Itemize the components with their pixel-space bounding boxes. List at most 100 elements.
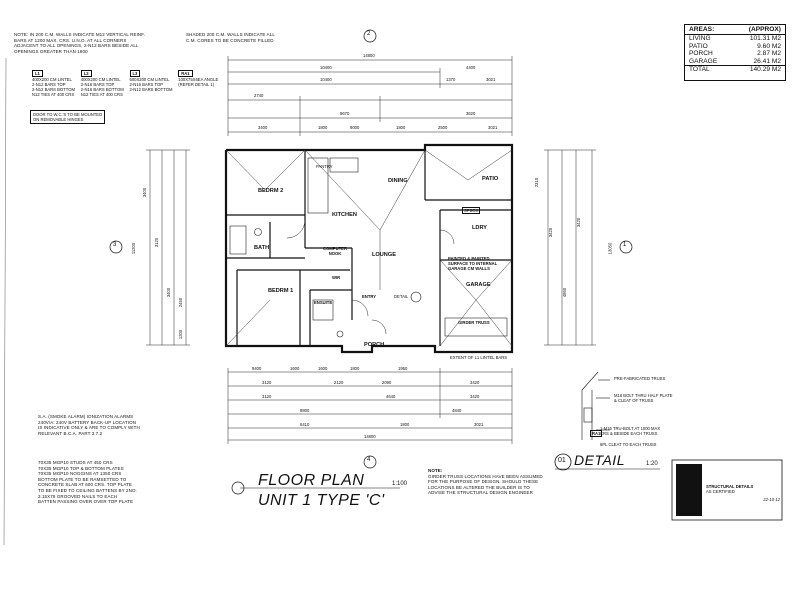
drawing-subtitle: UNIT 1 TYPE 'C' — [258, 492, 385, 509]
dim-label: 11200 — [131, 242, 137, 255]
lintel-l1: L1 400x200 CM LINTEL 2-N12 BARS TOP 2-N1… — [32, 70, 76, 97]
spbox-label: Spbox — [462, 207, 481, 214]
door-wc-note: DOOR TO W.C.'S TO BE MOUNTED ON REMOVABL… — [30, 110, 106, 124]
dim-label: 2120 — [334, 380, 344, 385]
detail-note: PRE-FABRICATED TRUSS — [614, 376, 666, 381]
dim-label: 3120 — [262, 380, 272, 385]
room-ldry: LDRY — [472, 225, 488, 231]
note-line: BATTEN PASSING OVER OVER TOP PLATE — [38, 499, 134, 505]
note-line: DOOR TO W.C.'S TO BE MOUNTED — [33, 112, 103, 117]
room-bed1: BEDRM 1 — [268, 288, 294, 294]
areas-row: GARAGE 26.41 M2 — [685, 58, 785, 66]
dim-label: 4640 — [386, 394, 396, 399]
dim-label: 3400 — [166, 287, 172, 298]
lintel-line: 2-N16 BARS TOP — [129, 82, 164, 87]
room-dining: DINING — [388, 178, 408, 184]
dim-label: 3620 — [466, 111, 476, 116]
girder-truss-label: GIRDER TRUSS — [458, 320, 490, 325]
area-label: PORCH — [689, 50, 713, 58]
note-line: IS INDICATIVE ONLY & ARE TO COMPLY WITH — [38, 425, 140, 431]
lintel-line: N12 TIES AT 400 CRS — [80, 92, 123, 97]
note-line: GIRDER TRUSS LOCATIONS HAVE BEEN ASSUMED — [428, 473, 543, 479]
dim-label: 2740 — [254, 93, 264, 98]
dim-label: 4950 — [562, 287, 568, 298]
lintel-line: 2-N16 BARS TOP — [80, 82, 115, 87]
drawing-scale: 1:100 — [392, 481, 408, 487]
note-line: NOTE: IN 200 C.M. WALLS INDICATE M12 VER… — [14, 32, 145, 37]
dim-label: 1800 — [350, 366, 360, 371]
room-patio: PATIO — [482, 176, 499, 182]
scan-edge — [3, 57, 7, 546]
lintel-line: 400x200 CM LINTEL — [80, 77, 121, 82]
pantry-label: Pantry — [316, 164, 333, 169]
note-line: ADVISE THE STRUCTURAL DESIGN ENGINEER — [428, 490, 533, 496]
area-label: GARAGE — [689, 57, 718, 65]
shaded-walls-note: SHADED 200 C.M. WALLS INDICATE ALL C.M. … — [186, 32, 306, 43]
dim-label: 3420 — [548, 227, 554, 238]
note-line: S.A. (SMOKE ALARM) IONIZATION ALARMS — [38, 414, 134, 419]
area-label: PATIO — [689, 42, 708, 50]
dim-label: 3120 — [154, 237, 160, 248]
detail-callout — [410, 291, 422, 303]
detail-tag: RA1 — [590, 430, 603, 437]
lintel-line: 600x200 CM LINTEL — [129, 77, 170, 82]
dim-label: 14800 — [363, 53, 375, 58]
kitchen-bench — [307, 157, 329, 214]
basin — [254, 228, 262, 236]
dim-label: 1800 — [318, 125, 328, 130]
lintel-line: 2-N12 BARS BOTTOM — [129, 87, 173, 92]
drawing-title: FLOOR PLAN — [258, 472, 365, 489]
lintel-tag: L1 — [32, 70, 43, 77]
areas-header-value: (APPROX) — [748, 26, 781, 33]
lintel-line: (REFER DETAIL 1) — [178, 82, 215, 87]
note-line: 70x35 MGP10 TOP & BOTTOM PLATES — [38, 465, 124, 471]
note-line: FOR THE PURPOSE OF DESIGN. SHOULD THESE — [428, 479, 539, 485]
lintel-l2: L2 400x200 CM LINTEL 2-N16 BARS TOP 2-N1… — [80, 70, 125, 97]
dim-label: 3400 — [258, 125, 268, 130]
dim-label: 13050 — [607, 242, 613, 255]
company-logo — [676, 464, 702, 516]
area-value: 26.41 M2 — [753, 57, 782, 65]
note-line: 240V/A: 240V BATTERY BACK-UP LOCATION — [38, 419, 137, 425]
dim-label: 2090 — [382, 380, 392, 385]
dim-label: 10400 — [320, 77, 332, 82]
doors — [286, 219, 455, 335]
note-line: C.M. CORES TO BE CONCRETE FILLED — [186, 37, 274, 43]
detail-number: 01 — [558, 457, 566, 464]
detail-note: 1-M16 TRU-BOLT AT 1000 MAX CRS & BESIDE … — [600, 426, 661, 436]
detail-ref-label: DETAIL — [394, 294, 409, 299]
note-line: ON REMOVABLE HINGES — [33, 117, 84, 122]
dimension-lines — [149, 59, 593, 441]
dim-label: 1200 — [178, 329, 184, 340]
dim-label: 9670 — [340, 111, 350, 116]
title-block — [671, 459, 783, 521]
dim-label: 3120 — [262, 394, 272, 399]
dim-label: 1600 — [290, 366, 300, 371]
note-line: 70x35 MGP10 NOGGINS AT 1350 CRS — [38, 471, 122, 477]
detail-note: 6PL CLEAT TO EACH TRUSS — [600, 442, 657, 447]
titleblock-line: AS CERTIFIED — [706, 489, 735, 494]
titleblock-text: STRUCTURAL DETAILS AS CERTIFIED 22-10-12 — [706, 484, 780, 502]
reinforcement-note: NOTE: IN 200 C.M. WALLS INDICATE M12 VER… — [14, 32, 189, 54]
room-garage: GARAGE — [466, 282, 491, 288]
room-bed2: BEDRM 2 — [258, 188, 284, 194]
note-line: NOTE: — [428, 468, 443, 473]
dim-label: 1950 — [398, 366, 408, 371]
note-line: LOCATIONS BE ALTERED THE BUILDER IS TO — [428, 484, 530, 490]
title-circle — [231, 481, 245, 495]
note-line: 70x35 MGP10 STUDS AT 450 CRS — [38, 460, 113, 465]
room-wir: WIR — [332, 275, 341, 280]
marker-top: 2 — [367, 31, 371, 37]
dim-label: 14800 — [364, 434, 376, 439]
note-line: BARS AT 1200 MAX. CRS. U.N.O. AT ALL COR… — [14, 37, 127, 43]
lintel-line: 2-N12 BARS BOTTOM — [32, 87, 75, 92]
dim-label: 3021 — [488, 125, 498, 130]
area-label: LIVING — [689, 35, 711, 42]
dim-label: 4400 — [466, 65, 476, 70]
area-label: TOTAL — [689, 66, 710, 74]
